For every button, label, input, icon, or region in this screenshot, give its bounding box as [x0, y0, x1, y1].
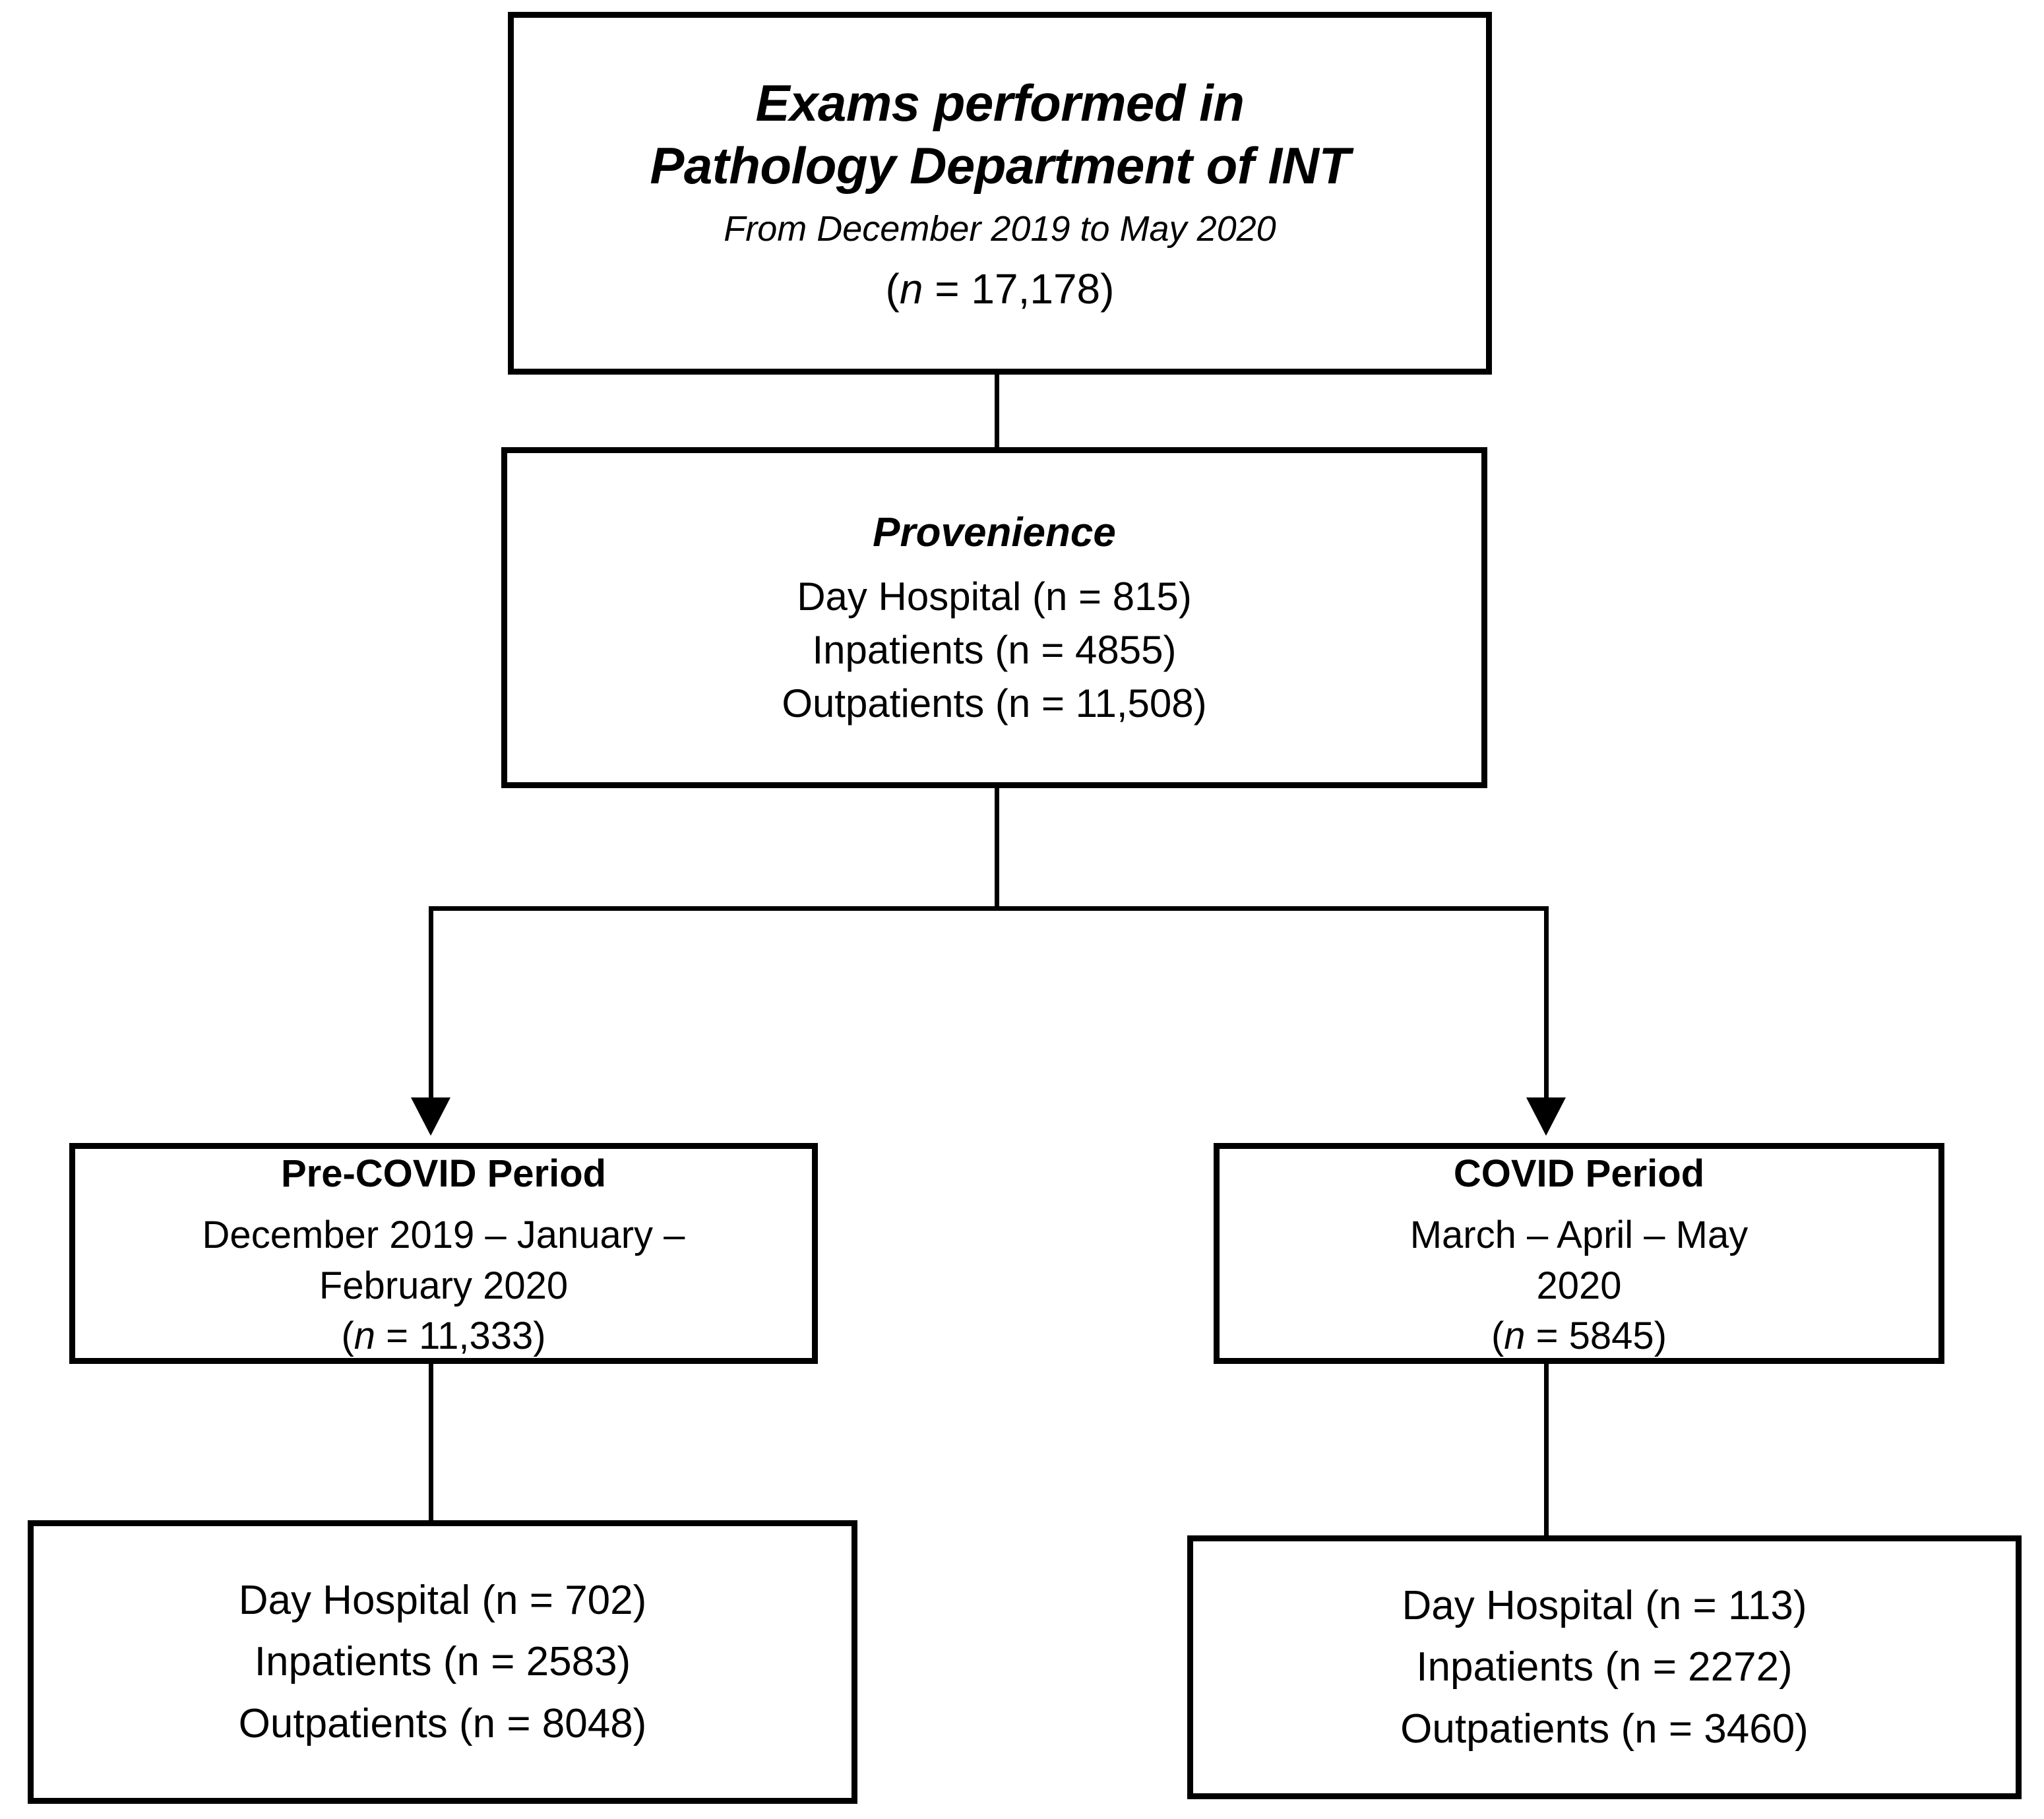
connector-branch-left [429, 906, 433, 1097]
connector-provenience-stem [995, 788, 999, 910]
covid-title: COVID Period [1453, 1152, 1705, 1195]
provenience-title: Provenience [873, 509, 1116, 555]
covid-count-paren: ( [1491, 1314, 1504, 1358]
root-title-line2: Pathology Department of INT [650, 137, 1350, 195]
pre-covid-detail-inpatients: Inpatients (n = 2583) [254, 1639, 631, 1685]
node-covid-period: COVID Period March – April – May 2020 (n… [1214, 1143, 1944, 1364]
root-count-paren: ( [885, 265, 900, 313]
covid-count: (n = 5845) [1491, 1313, 1667, 1360]
covid-range-line1: March – April – May [1409, 1213, 1749, 1256]
arrowhead-down-icon-right [1526, 1097, 1566, 1136]
connector-covid-to-detail [1544, 1364, 1549, 1537]
root-count: (n = 17,178) [886, 263, 1115, 315]
covid-detail-inpatients: Inpatients (n = 2272) [1416, 1644, 1793, 1690]
node-exams-performed: Exams performed in Pathology Department … [508, 12, 1492, 375]
pre-covid-range-line2: February 2020 [319, 1264, 569, 1307]
pre-covid-count-symbol: n [354, 1314, 376, 1358]
connector-root-to-provenience [995, 375, 999, 448]
node-pre-covid-detail: Day Hospital (n = 702) Inpatients (n = 2… [28, 1520, 857, 1804]
root-count-value: = 17,178) [923, 265, 1115, 313]
covid-detail-day-hospital: Day Hospital (n = 113) [1402, 1582, 1807, 1628]
connector-branch-right [1544, 906, 1549, 1097]
covid-count-symbol: n [1504, 1314, 1526, 1358]
root-count-symbol: n [899, 265, 923, 313]
node-covid-detail: Day Hospital (n = 113) Inpatients (n = 2… [1187, 1535, 2022, 1799]
pre-covid-count-paren: ( [341, 1314, 354, 1358]
covid-count-value: = 5845) [1525, 1314, 1667, 1358]
root-title-line1: Exams performed in [755, 73, 1245, 132]
connector-branch-bar [429, 906, 1549, 911]
pre-covid-detail-day-hospital: Day Hospital (n = 702) [238, 1577, 647, 1623]
pre-covid-range-line1: December 2019 – January – [202, 1213, 685, 1256]
provenience-row-outpatients: Outpatients (n = 11,508) [782, 681, 1207, 725]
covid-detail-outpatients: Outpatients (n = 3460) [1400, 1706, 1809, 1752]
covid-range-line2: 2020 [1536, 1264, 1622, 1307]
node-pre-covid-period: Pre-COVID Period December 2019 – January… [69, 1143, 818, 1364]
pre-covid-title: Pre-COVID Period [280, 1152, 607, 1195]
pre-covid-count-value: = 11,333) [375, 1314, 546, 1358]
provenience-row-day-hospital: Day Hospital (n = 815) [797, 574, 1192, 619]
pre-covid-count: (n = 11,333) [341, 1313, 545, 1360]
root-subtitle: From December 2019 to May 2020 [724, 209, 1276, 249]
connector-pre-covid-to-detail [429, 1364, 433, 1522]
provenience-row-inpatients: Inpatients (n = 4855) [812, 627, 1177, 672]
pre-covid-detail-outpatients: Outpatients (n = 8048) [238, 1700, 647, 1746]
arrowhead-down-icon-left [411, 1097, 450, 1136]
node-provenience: Provenience Day Hospital (n = 815) Inpat… [501, 447, 1487, 788]
